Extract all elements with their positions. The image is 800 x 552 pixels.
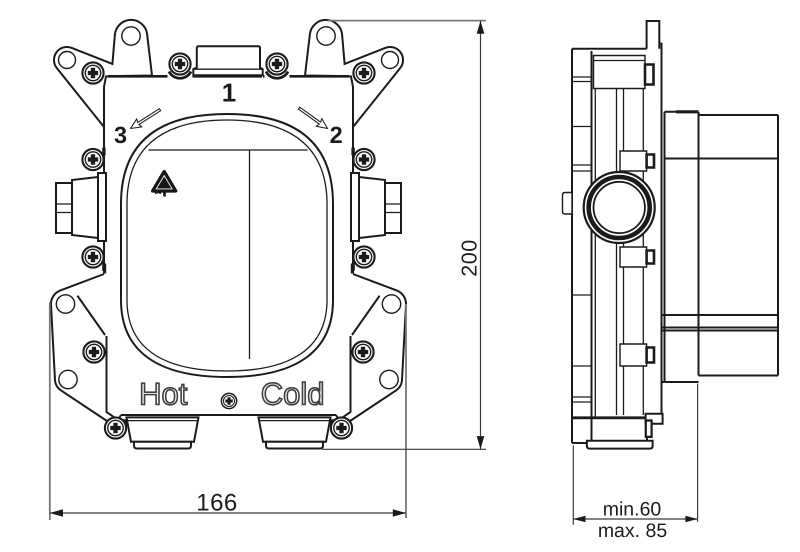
svg-text:3: 3 bbox=[114, 122, 127, 148]
svg-text:min.60: min.60 bbox=[603, 499, 662, 521]
svg-text:Cold: Cold bbox=[261, 377, 325, 412]
svg-text:1: 1 bbox=[222, 78, 236, 108]
svg-text:Hot: Hot bbox=[139, 377, 188, 412]
svg-text:166: 166 bbox=[196, 490, 238, 517]
svg-text:200: 200 bbox=[458, 239, 482, 276]
svg-text:2: 2 bbox=[330, 122, 343, 148]
svg-text:max. 85: max. 85 bbox=[598, 520, 668, 542]
